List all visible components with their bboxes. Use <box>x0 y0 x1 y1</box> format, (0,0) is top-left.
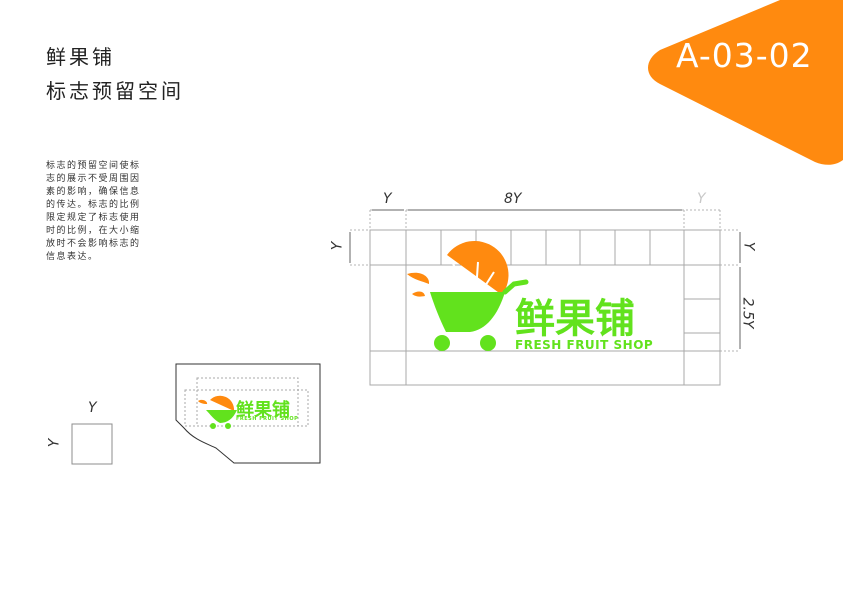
dim-right-top-label: Y <box>740 241 757 251</box>
brand-title: 鲜果铺 <box>46 45 115 69</box>
dim-top-right-label: Y <box>697 191 706 207</box>
logo-english-name: FRESH FRUIT SHOP <box>515 338 654 352</box>
logo-chinese-name: 鲜果铺 <box>515 296 635 342</box>
dim-left-height-label: Y <box>329 241 346 251</box>
logo-basket-icon <box>407 240 529 351</box>
mockup-logo-chinese-name: 鲜果铺 <box>236 400 290 421</box>
application-mockup <box>175 363 321 464</box>
dim-top-width-label: 8Y <box>504 191 522 207</box>
unit-square-left-label: Y <box>46 438 63 448</box>
page-subtitle: 标志预留空间 <box>46 79 184 103</box>
mockup-logo-english-name: FRESH FRUIT SHOP <box>236 416 299 422</box>
description-text: 标志的预留空间使标志的展示不受周围因素的影响，确保信息的传达。标志的比例限定规定… <box>46 161 141 262</box>
dim-right-height-label: 2.5Y <box>739 297 756 329</box>
unit-square <box>71 423 113 465</box>
dim-top-left-label: Y <box>383 191 392 207</box>
unit-square-top-label: Y <box>88 400 97 416</box>
page-code: A-03-02 <box>676 36 813 75</box>
